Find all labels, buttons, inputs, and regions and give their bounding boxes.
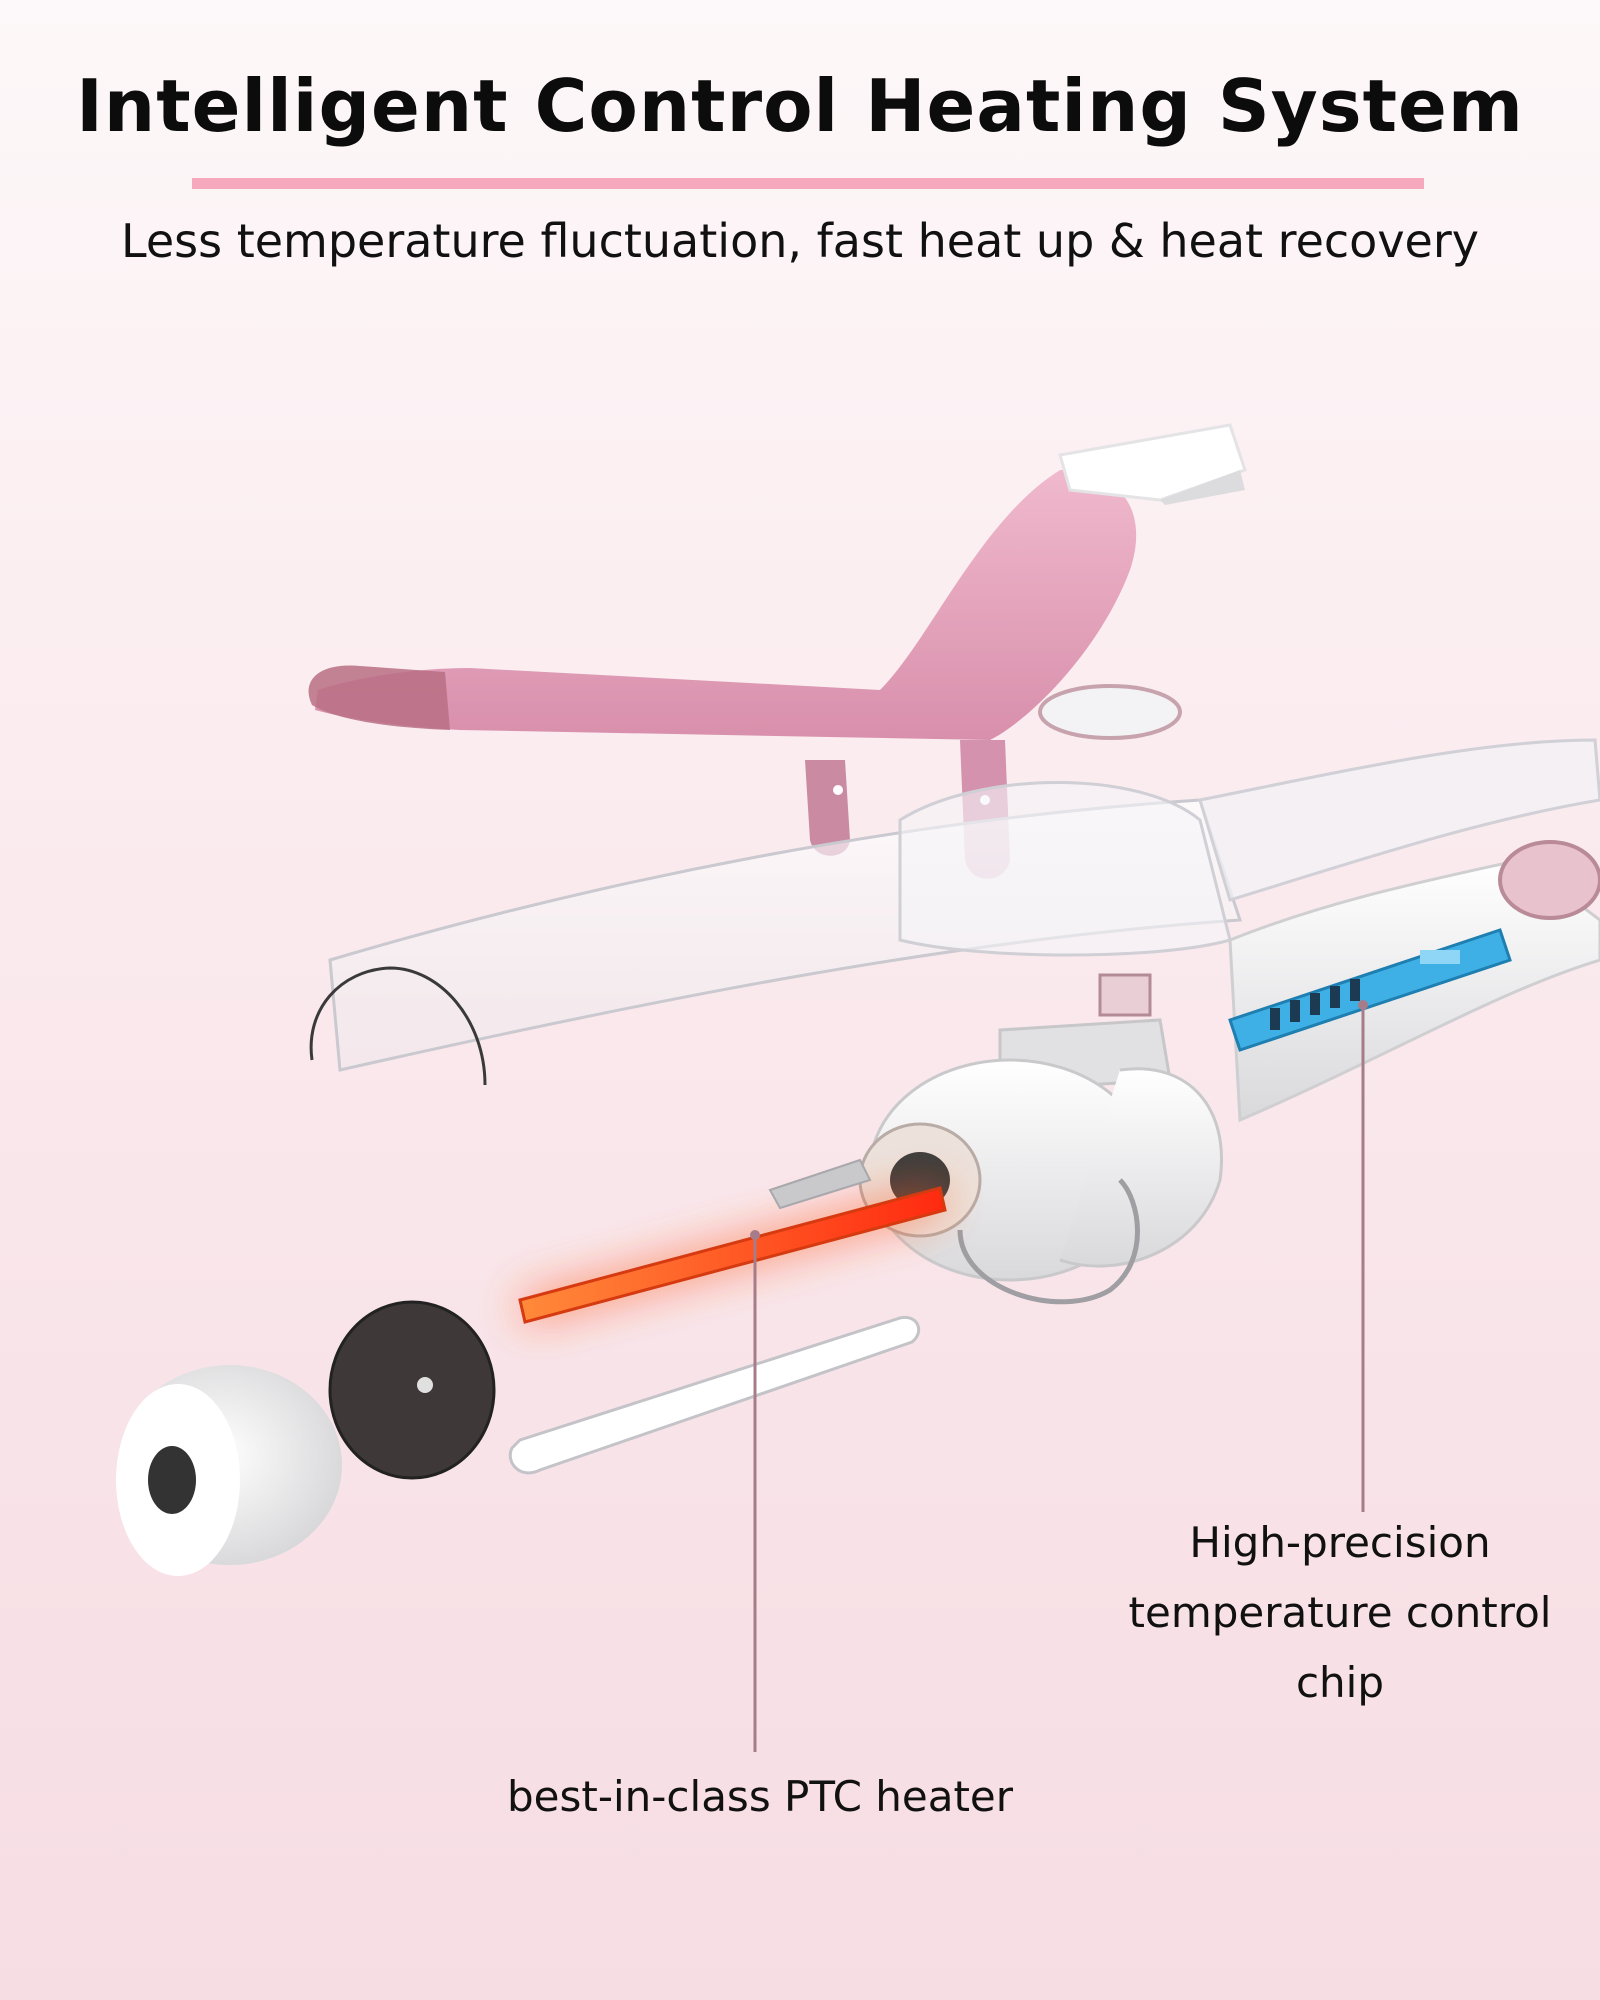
- pivot-disc: [1038, 684, 1182, 740]
- page-subtitle: Less temperature fluctuation, fast heat …: [121, 214, 1479, 268]
- transparent-barrel-cover: [309, 738, 1600, 1086]
- chip-callout: High-precision temperature control chip: [1080, 1508, 1600, 1718]
- page-title: Intelligent Control Heating System: [76, 64, 1524, 148]
- insulation-sleeve: [508, 1315, 921, 1475]
- clamp-arm: [308, 423, 1247, 879]
- ptc-heater-plate: [518, 1158, 947, 1324]
- temperature-control-chip: [1228, 928, 1512, 1052]
- end-cap: [116, 1365, 342, 1576]
- heater-housing-body: [858, 840, 1600, 1305]
- chip-callout-line2: temperature control chip: [1128, 1588, 1552, 1707]
- chip-callout-line1: High-precision: [1189, 1518, 1491, 1567]
- end-disc: [328, 1300, 496, 1480]
- title-underline: [192, 178, 1424, 189]
- ptc-callout: best-in-class PTC heater: [506, 1772, 1014, 1821]
